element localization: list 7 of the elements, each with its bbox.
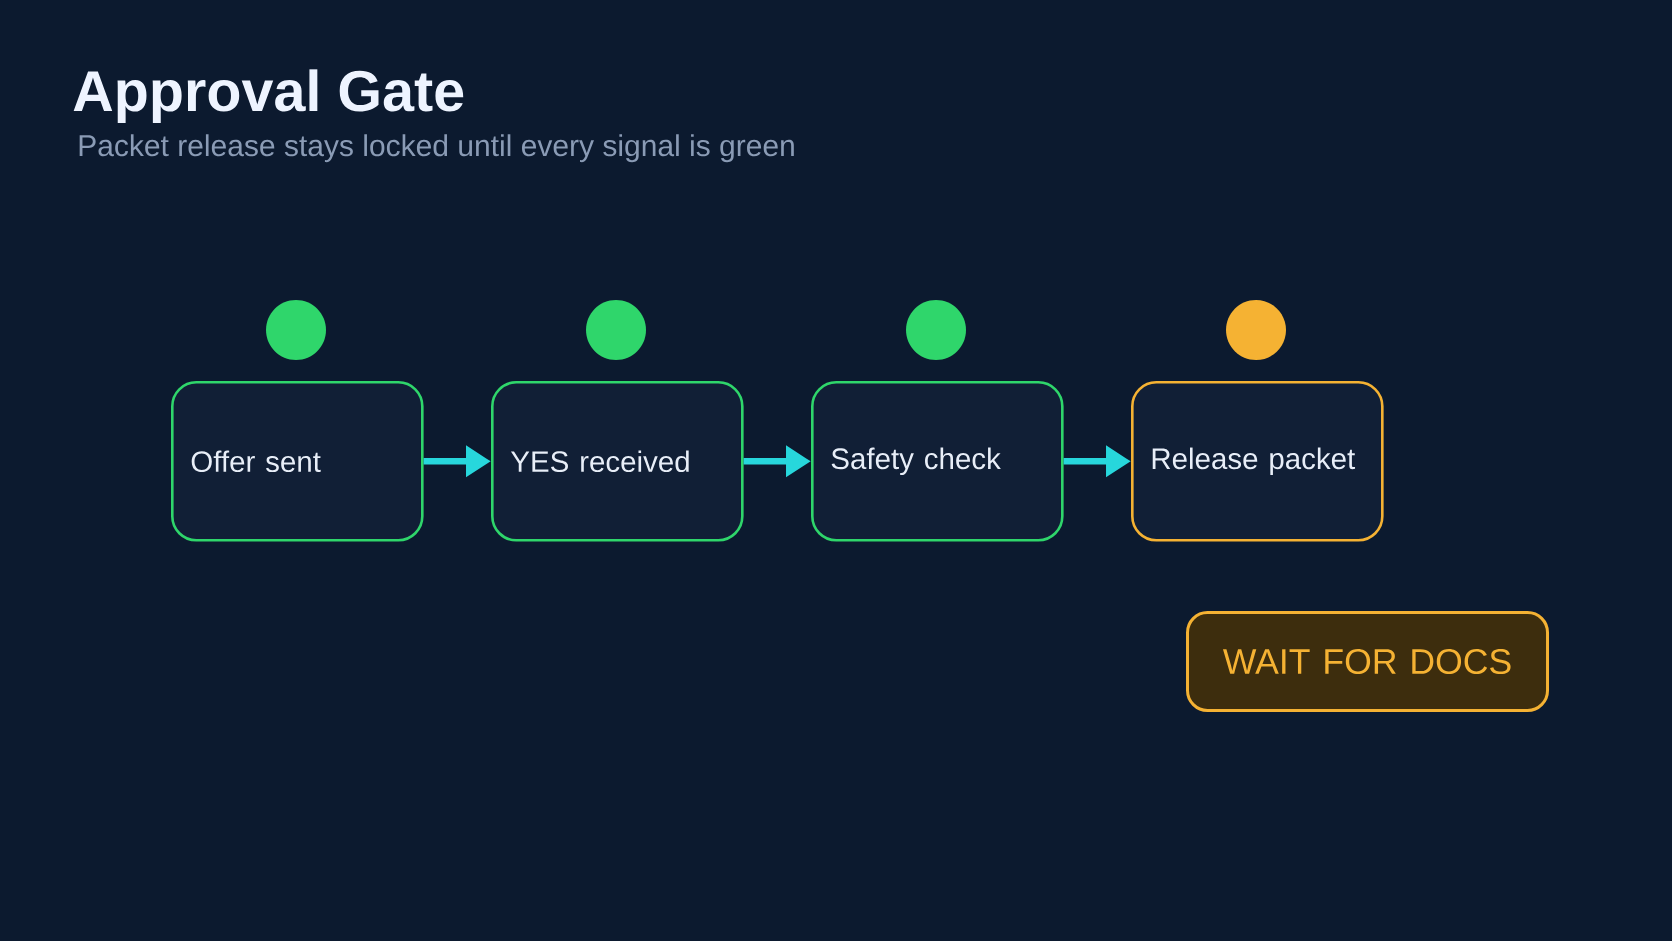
subtitle: Packet release stays locked until every signal is green <box>79 134 794 163</box>
status-badge: WAIT FOR DOCS <box>1186 611 1550 712</box>
process-box: Safety check <box>811 381 1064 542</box>
process-box: Release packet <box>1131 381 1384 542</box>
process-box: YES received <box>491 381 744 542</box>
process-box: Offer sent <box>171 381 424 542</box>
title: Approval Gate <box>73 69 464 123</box>
